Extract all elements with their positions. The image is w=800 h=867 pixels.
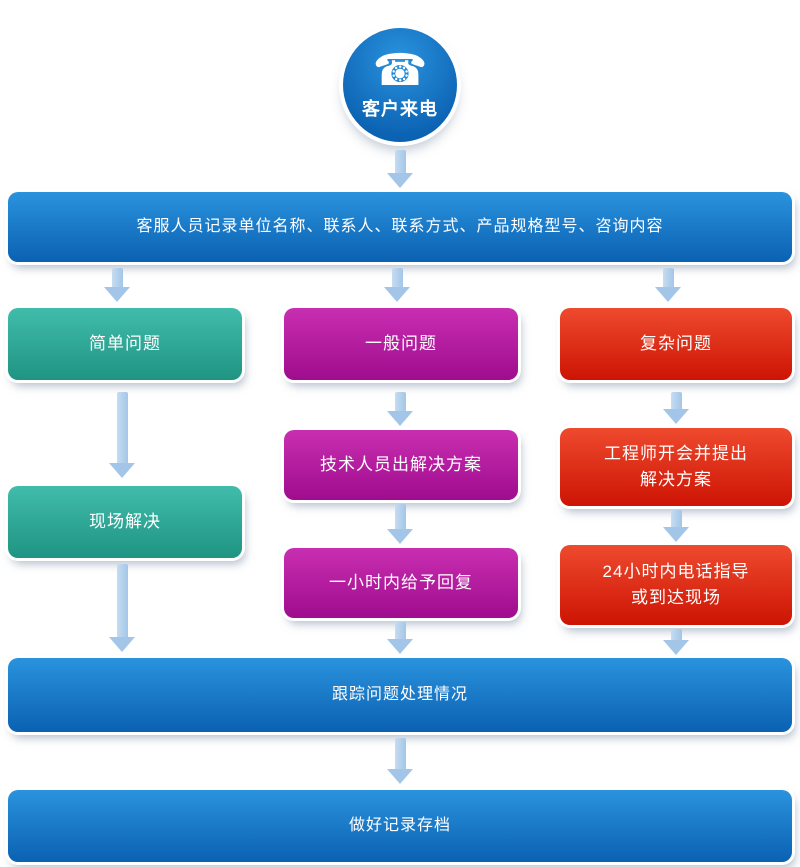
engineer-meeting-label: 工程师开会并提出 解决方案	[604, 443, 748, 489]
track-step-label: 跟踪问题处理情况	[331, 685, 468, 703]
track-step: 跟踪问题处理情况	[8, 658, 792, 732]
down-arrow	[655, 268, 681, 302]
general-problem-label: 一般问题	[365, 333, 437, 353]
simple-problem-node: 简单问题	[8, 308, 242, 380]
onsite-solution-label: 现场解决	[89, 511, 161, 531]
phone-guidance-label: 24小时内电话指导 或到达现场	[602, 561, 750, 607]
down-arrow	[104, 268, 130, 302]
complex-problem-node: 复杂问题	[560, 308, 792, 380]
down-arrow	[387, 150, 413, 188]
down-arrow	[387, 392, 413, 426]
down-arrow	[663, 629, 689, 655]
down-arrow	[663, 392, 689, 424]
tech-solution-label: 技术人员出解决方案	[320, 454, 482, 474]
down-arrow	[387, 622, 413, 654]
one-hour-reply-node: 一小时内给予回复	[284, 548, 518, 618]
simple-problem-label: 简单问题	[89, 333, 161, 353]
phone-guidance-node: 24小时内电话指导 或到达现场	[560, 545, 792, 625]
start-node: ☎ 客户来电	[343, 28, 457, 142]
complex-problem-label: 复杂问题	[640, 333, 712, 353]
archive-step-label: 做好记录存档	[348, 816, 451, 834]
record-step-label: 客服人员记录单位名称、联系人、联系方式、产品规格型号、咨询内容	[136, 217, 664, 235]
one-hour-reply-label: 一小时内给予回复	[329, 572, 473, 592]
down-arrow	[663, 510, 689, 542]
down-arrow	[387, 504, 413, 544]
start-label: 客户来电	[362, 99, 438, 119]
down-arrow	[384, 268, 410, 302]
down-arrow	[109, 392, 135, 478]
onsite-solution-node: 现场解决	[8, 486, 242, 558]
down-arrow	[387, 738, 413, 784]
archive-step: 做好记录存档	[8, 790, 792, 862]
tech-solution-node: 技术人员出解决方案	[284, 430, 518, 500]
general-problem-node: 一般问题	[284, 308, 518, 380]
record-step: 客服人员记录单位名称、联系人、联系方式、产品规格型号、咨询内容	[8, 192, 792, 262]
down-arrow	[109, 564, 135, 652]
phone-icon: ☎	[372, 46, 428, 95]
engineer-meeting-node: 工程师开会并提出 解决方案	[560, 428, 792, 506]
